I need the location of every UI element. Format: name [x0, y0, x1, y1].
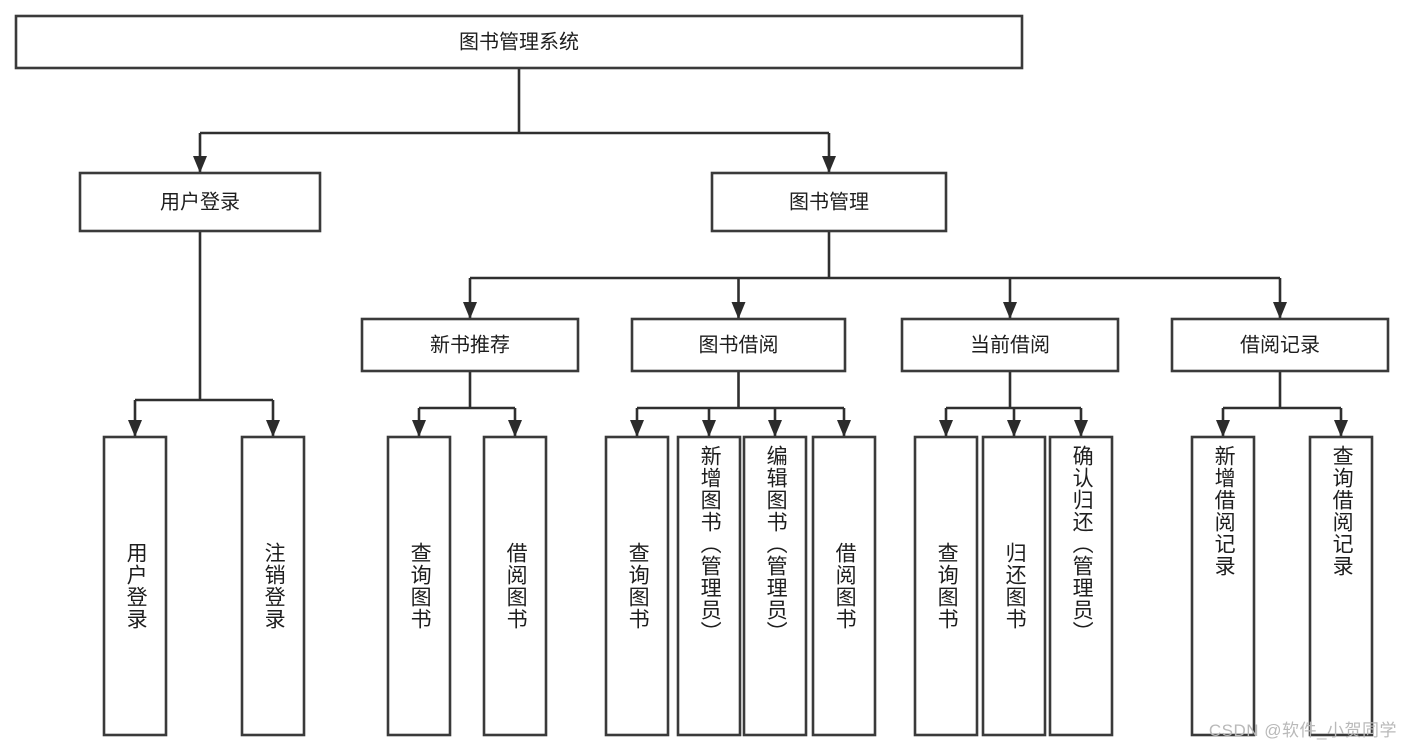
current-borrow-arrow-2	[1074, 420, 1088, 437]
root-arrow-1	[822, 156, 836, 173]
node-box-current-borrow[interactable]	[900, 317, 1120, 373]
node-label-book-management: 图书管理	[789, 190, 869, 213]
book-management-arrow-0	[463, 302, 477, 319]
connectors-layer	[128, 68, 1348, 437]
book-management-arrow-3	[1273, 302, 1287, 319]
current-borrow-arrow-1	[1007, 420, 1021, 437]
node-box-new-book-recommend[interactable]	[360, 317, 580, 373]
book-borrow-arrow-0	[630, 420, 644, 437]
book-borrow-arrow-2	[768, 420, 782, 437]
node-box-user-login[interactable]	[78, 171, 322, 233]
node-box-nbr-borrow-book[interactable]	[482, 435, 548, 737]
node-box-br-add-record[interactable]	[1190, 435, 1256, 737]
node-box-br-query-record[interactable]	[1308, 435, 1374, 737]
node-box-cb-confirm-return[interactable]	[1048, 435, 1114, 737]
node-box-bb-borrow-book[interactable]	[811, 435, 877, 737]
node-label-borrow-record: 借阅记录	[1240, 333, 1320, 356]
node-label-book-borrow: 图书借阅	[699, 333, 779, 356]
book-management-arrow-2	[1003, 302, 1017, 319]
node-box-cb-return-book[interactable]	[981, 435, 1047, 737]
node-label-current-borrow: 当前借阅	[970, 333, 1050, 356]
node-box-book-management[interactable]	[710, 171, 948, 233]
node-box-cb-query-book[interactable]	[913, 435, 979, 737]
node-box-book-borrow[interactable]	[630, 317, 847, 373]
csdn-watermark: CSDN @软件_小贺同学	[1208, 721, 1397, 740]
node-box-user-logout[interactable]	[240, 435, 306, 737]
node-box-user-login-do[interactable]	[102, 435, 168, 737]
node-box-root[interactable]	[14, 14, 1024, 70]
current-borrow-arrow-0	[939, 420, 953, 437]
book-borrow-arrow-3	[837, 420, 851, 437]
user-login-arrow-1	[266, 420, 280, 437]
boxes-layer	[14, 14, 1390, 737]
book-borrow-arrow-1	[702, 420, 716, 437]
book-management-arrow-1	[731, 302, 746, 319]
node-box-nbr-query-book[interactable]	[386, 435, 452, 737]
node-box-bb-edit-book[interactable]	[742, 435, 808, 737]
node-label-new-book-recommend: 新书推荐	[430, 333, 510, 356]
root-arrow-0	[193, 156, 207, 173]
user-login-arrow-0	[128, 420, 142, 437]
node-box-bb-query-book[interactable]	[604, 435, 670, 737]
node-label-root: 图书管理系统	[459, 30, 579, 53]
new-book-recommend-arrow-1	[508, 420, 522, 437]
borrow-record-arrow-1	[1334, 420, 1348, 437]
node-box-borrow-record[interactable]	[1170, 317, 1390, 373]
borrow-record-arrow-0	[1216, 420, 1230, 437]
node-box-bb-add-book[interactable]	[676, 435, 742, 737]
new-book-recommend-arrow-0	[412, 420, 426, 437]
node-label-user-login: 用户登录	[160, 190, 240, 213]
